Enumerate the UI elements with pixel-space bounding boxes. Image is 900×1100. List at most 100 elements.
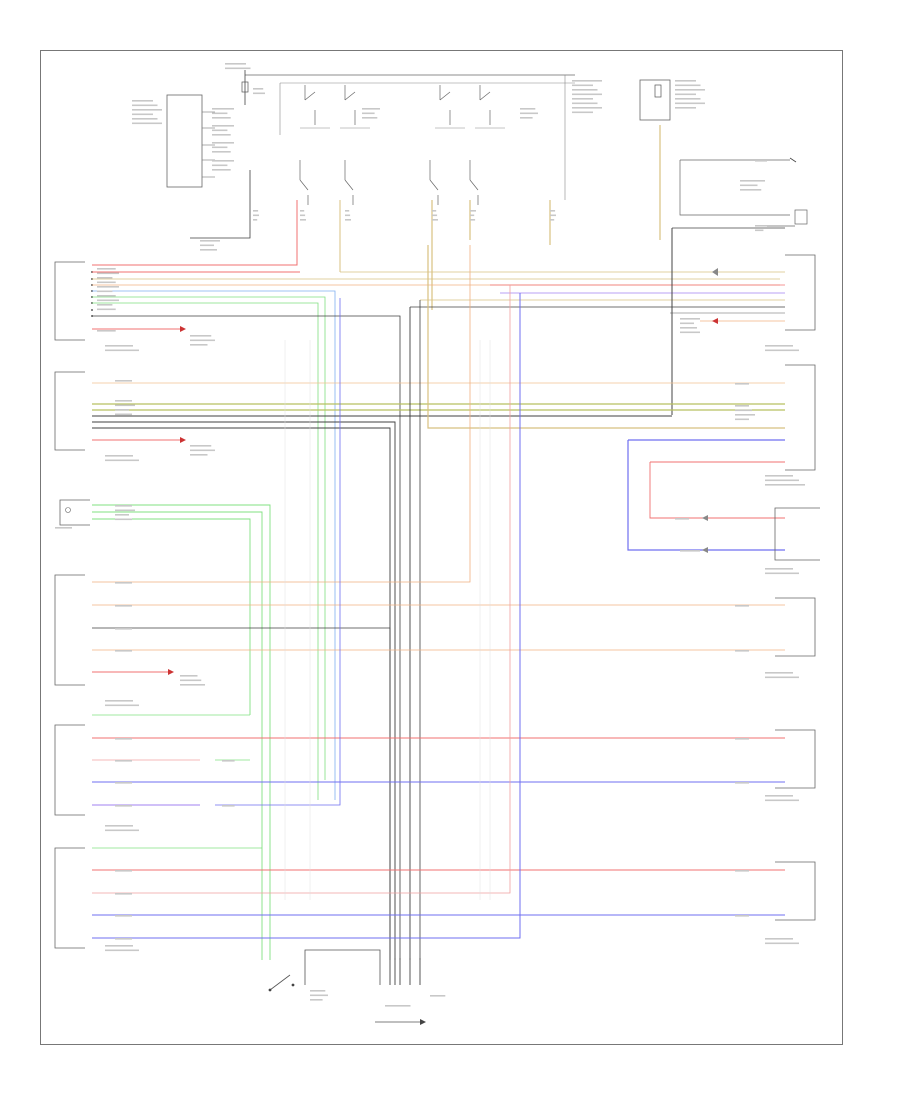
label-placeholder [675,84,701,87]
label-placeholder [97,286,119,288]
arrow-icon [702,547,708,553]
label-placeholder [105,349,139,352]
label-placeholder [212,129,228,132]
label-placeholder [430,995,446,997]
label-placeholder [105,345,133,347]
wire-dark [92,627,391,960]
relay-contact [469,179,479,191]
label-placeholder [385,1005,411,1007]
label-placeholder [253,219,258,221]
label-placeholder [735,414,755,416]
label-placeholder [55,527,72,529]
arrow-icon [702,515,708,521]
label-placeholder [735,738,749,740]
arrow-icon [180,437,186,443]
wire-blue [92,293,521,939]
label-placeholder [675,89,705,91]
wire-dark [92,421,396,960]
selector-switch [269,974,291,991]
label-placeholder [735,418,749,421]
label-placeholder [200,240,220,242]
label-placeholder [765,938,793,940]
label-placeholder [225,63,246,65]
label-placeholder [212,164,228,167]
label-placeholder [680,322,694,325]
label-placeholder [765,484,805,486]
label-placeholder [253,88,264,90]
label-placeholder [345,214,351,217]
label-placeholder [765,799,799,802]
label-placeholder [362,108,380,110]
label-placeholder [470,210,476,212]
label-placeholder [97,281,116,284]
label-placeholder [97,304,113,306]
relay-contact [344,179,354,191]
label-placeholder [735,650,749,652]
label-placeholder [115,893,132,895]
label-placeholder [132,100,153,102]
label-placeholder [253,214,259,217]
label-placeholder [115,870,132,872]
wire-green [92,504,271,960]
label-placeholder [735,405,749,407]
wire-red [92,200,298,266]
label-placeholder [520,112,538,115]
label-placeholder [572,98,593,100]
label-placeholder [115,628,132,630]
relay-contact [429,179,439,191]
label-placeholder [105,700,133,702]
label-placeholder [765,345,793,347]
right-front-switch [775,597,816,657]
rear-switch-connector [774,507,820,561]
label-placeholder [735,915,749,917]
label-placeholder [470,219,476,221]
wire-pink [92,285,511,894]
label-placeholder [190,344,208,346]
label-placeholder [755,229,764,232]
label-placeholder [572,102,598,105]
label-placeholder [115,782,132,784]
label-placeholder [115,938,132,940]
label-placeholder [105,825,133,827]
label-placeholder [572,111,593,114]
label-placeholder [735,605,749,607]
right-front-switch-block [54,574,85,686]
left-front-block [54,261,85,341]
label-placeholder [675,107,696,109]
label-placeholder [755,225,767,227]
label-placeholder [300,214,306,217]
label-placeholder [190,339,215,342]
label-placeholder [432,219,438,221]
label-placeholder [97,308,116,311]
label-placeholder [105,459,139,462]
relay-contact [299,179,309,191]
label-placeholder [97,268,116,270]
wire-light-blue [92,290,336,800]
label-placeholder [115,915,132,917]
label-placeholder [105,455,133,457]
label-placeholder [105,949,139,952]
label-placeholder [97,299,119,302]
relay-contact [439,91,451,101]
label-placeholder [222,760,235,762]
label-placeholder [222,805,235,807]
arrow-icon [168,669,174,675]
right-rear-switch-block [54,847,85,949]
label-placeholder [212,134,231,136]
label-placeholder [740,189,762,191]
label-placeholder [680,331,700,334]
arrow-icon [712,268,718,276]
label-placeholder [550,210,556,212]
wire-dark [92,315,401,960]
wire-dark [190,170,251,239]
relay-contact [479,91,491,101]
selector-switch [304,949,381,985]
label-placeholder [765,572,799,575]
label-placeholder [132,109,162,111]
label-placeholder [675,102,705,105]
label-placeholder [132,113,153,116]
label-placeholder [520,108,536,110]
right-front-block [785,254,816,331]
label-placeholder [97,295,116,297]
